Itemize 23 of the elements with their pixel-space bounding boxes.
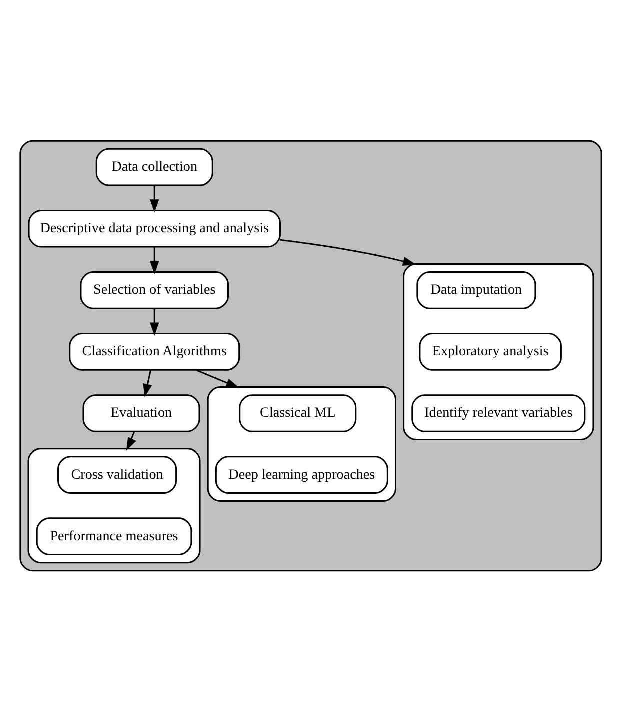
node-box: Deep learning approaches [215,456,388,494]
node-box: Selection of variables [80,272,230,310]
node-box: Cross validation [58,456,178,494]
arrow [280,239,416,266]
node-box: Identify relevant variables [412,394,586,432]
node-box: Classical ML [239,394,357,432]
arrow [126,431,136,451]
arrow [143,370,152,398]
node-box: Performance measures [36,518,192,556]
arrow [196,370,240,388]
node-box: Classification Algorithms [69,333,240,371]
arrow [150,247,160,274]
node-box: Data imputation [416,272,536,310]
cluster [20,140,602,572]
node-box: Evaluation [82,394,200,432]
arrow [150,186,160,213]
node-box: Data collection [96,148,214,186]
node-box: Exploratory analysis [419,333,562,371]
cluster [28,448,201,564]
cluster [403,263,594,440]
arrow [150,308,160,336]
cluster [207,386,396,502]
node-box: Descriptive data processing and analysis [28,210,281,248]
